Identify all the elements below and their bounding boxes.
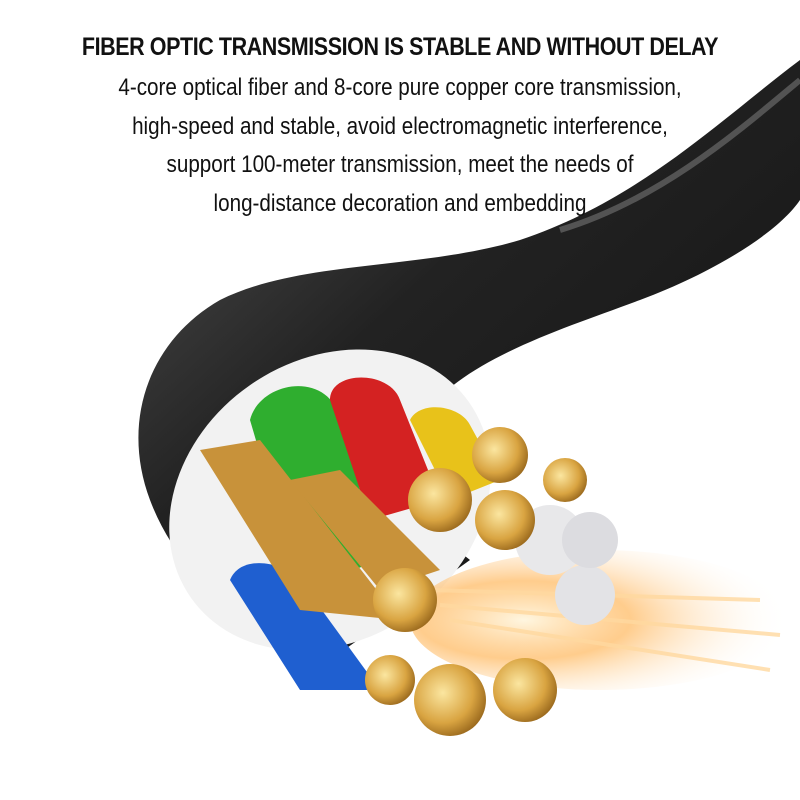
wire-yellow <box>410 407 500 500</box>
description-line: support 100-meter transmission, meet the… <box>166 151 634 178</box>
copper-strands <box>200 427 587 736</box>
wire-blue <box>230 563 380 690</box>
description-line: 4-core optical fiber and 8-core pure cop… <box>118 74 682 101</box>
description-line: long-distance decoration and embedding <box>213 190 587 217</box>
heading: FIBER OPTIC TRANSMISSION IS STABLE AND W… <box>81 33 719 61</box>
description-line: high-speed and stable, avoid electromagn… <box>132 113 668 140</box>
